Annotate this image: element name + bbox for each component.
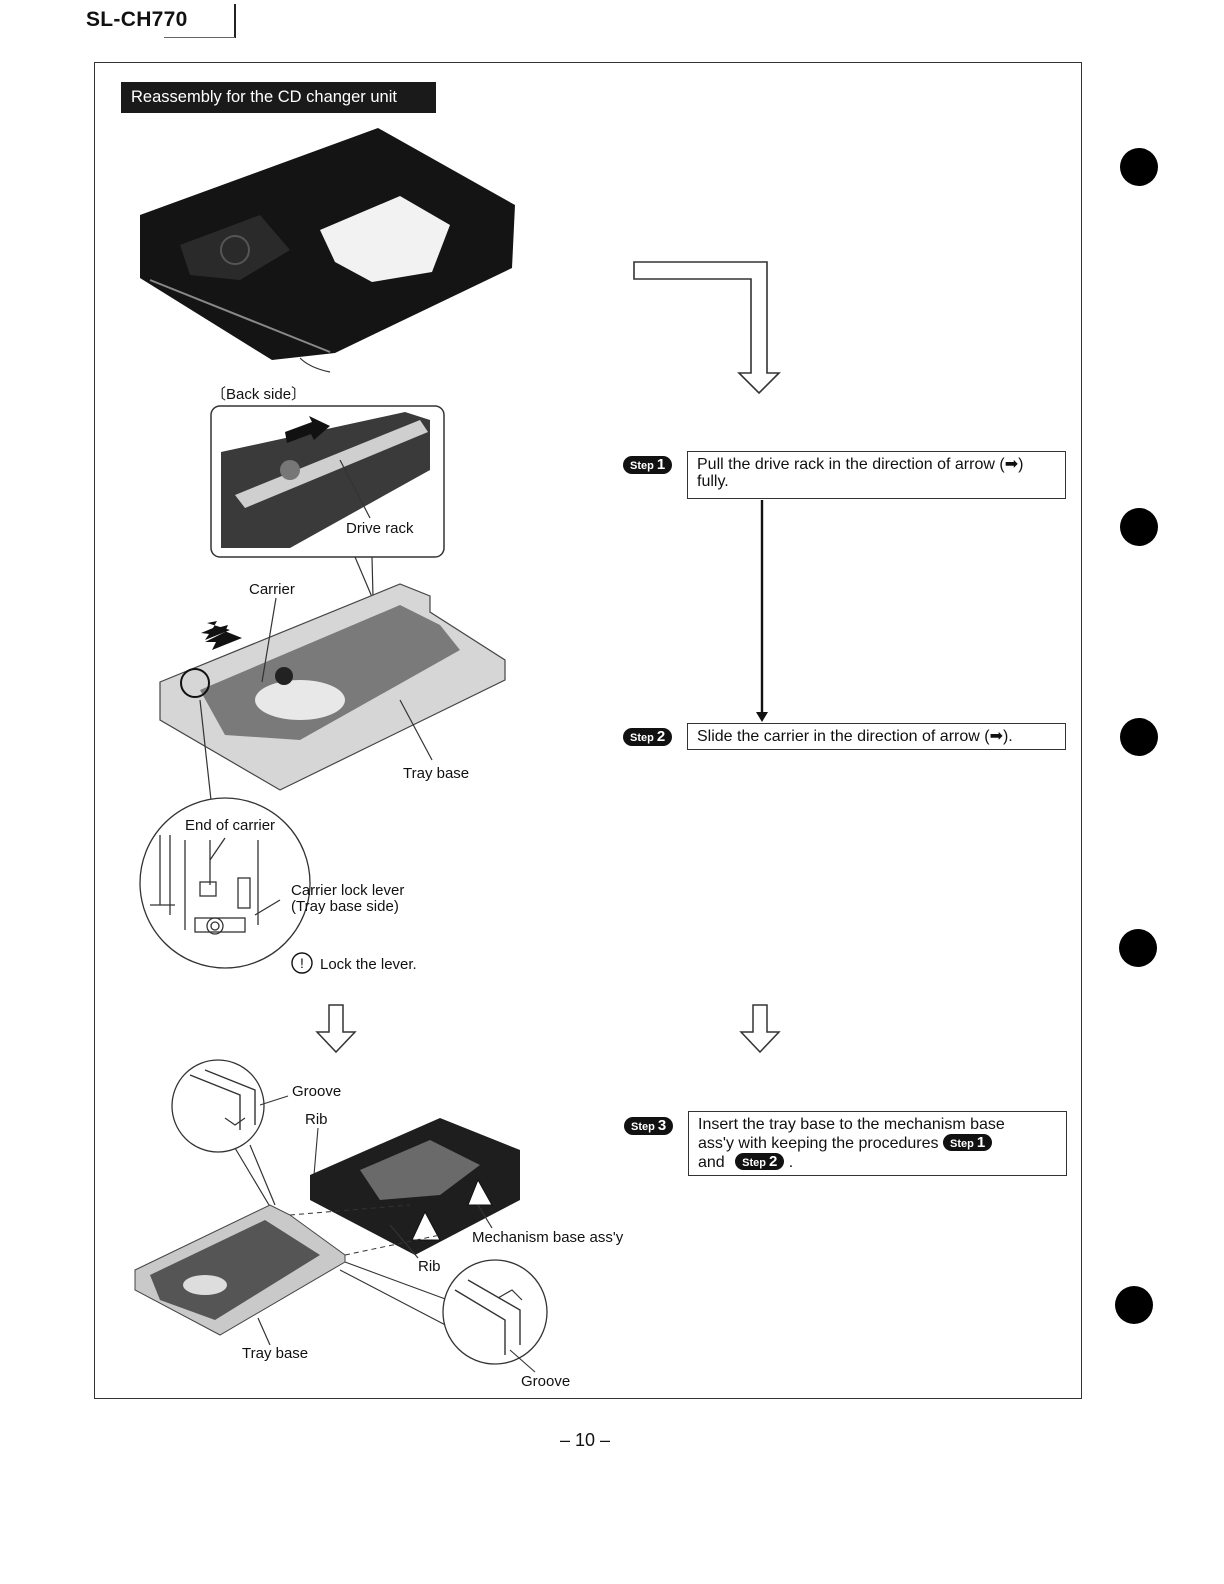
tray-base-drawing	[159, 583, 506, 801]
header-underline	[164, 37, 235, 38]
binder-hole	[1120, 148, 1158, 186]
groove-bottom-label: Groove	[521, 1373, 571, 1390]
down-arrow-left	[315, 1004, 357, 1054]
end-of-carrier-label: End of carrier	[185, 817, 276, 834]
content-frame	[94, 62, 1082, 1399]
page-number: – 10 –	[560, 1430, 611, 1450]
carrier-label: Carrier	[249, 581, 295, 598]
groove-top-label: Groove	[292, 1083, 342, 1100]
carrier-lock-lever-label: Carrier lock lever	[291, 882, 405, 899]
step-3-instruction: Insert the tray base to the mechanism ba…	[688, 1111, 1067, 1176]
step-1-instruction: Pull the drive rack in the direction of …	[687, 451, 1066, 499]
rib-bottom-label: Rib	[418, 1258, 441, 1275]
tray-base-label: Tray base	[403, 765, 470, 782]
binder-hole	[1120, 508, 1158, 546]
model-number: SL-CH770	[86, 8, 188, 31]
back-side-label: 〔Back side〕	[211, 386, 307, 403]
binder-hole	[1119, 929, 1157, 967]
down-arrow-right	[739, 1004, 781, 1054]
section-title: Reassembly for the CD changer unit	[121, 82, 436, 113]
step-3-line-1: Insert the tray base to the mechanism ba…	[698, 1116, 1005, 1133]
caution-icon: !	[300, 955, 304, 971]
mechanism-unit-photo	[140, 128, 515, 373]
step-2-text: Slide the carrier in the direction of ar…	[697, 728, 1013, 745]
tray-base-side-label: (Tray base side)	[291, 898, 399, 915]
drive-rack-detail	[210, 405, 445, 598]
step-2-instruction: Slide the carrier in the direction of ar…	[687, 723, 1066, 750]
tray-base-bottom-label: Tray base	[242, 1345, 309, 1362]
bottom-assembly-drawing	[134, 1059, 548, 1373]
binder-hole	[1120, 718, 1158, 756]
binder-hole	[1115, 1286, 1153, 1324]
drive-rack-label: Drive rack	[346, 520, 414, 537]
header-divider	[234, 4, 236, 38]
step-1-text: Pull the drive rack in the direction of …	[697, 456, 1024, 490]
rib-top-label: Rib	[305, 1111, 328, 1128]
step-3-end: .	[788, 1154, 794, 1171]
step-3-line-2: ass'y with keeping the procedures	[698, 1135, 939, 1152]
flow-line-step	[756, 500, 768, 722]
mechanism-base-label: Mechanism base ass'y	[472, 1229, 624, 1246]
end-of-carrier-detail	[139, 797, 313, 974]
flow-arrow-top	[633, 261, 781, 395]
lock-the-lever-label: Lock the lever.	[320, 956, 417, 973]
step-3-line-3: and	[698, 1154, 725, 1171]
